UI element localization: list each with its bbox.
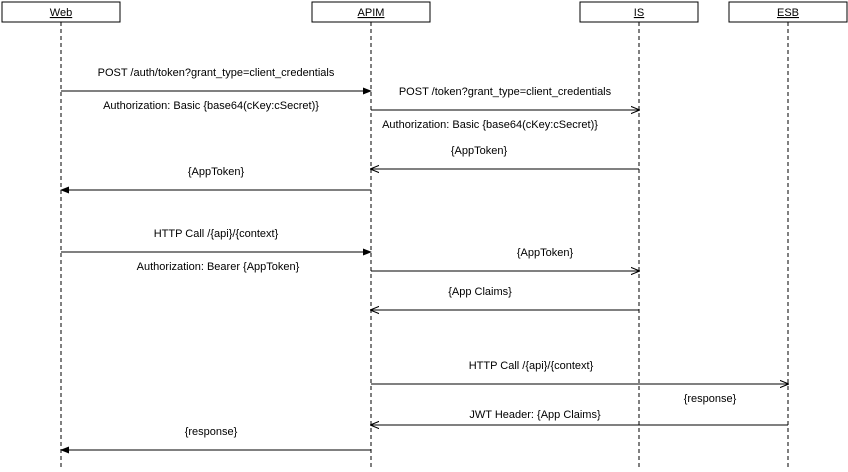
message-label-5: HTTP Call /{api}/{context} bbox=[154, 228, 279, 240]
message-4: {AppToken} bbox=[60, 166, 371, 194]
message-7: {App Claims} bbox=[371, 286, 639, 310]
message-label-3: {AppToken} bbox=[451, 145, 508, 157]
actor-label-is: IS bbox=[634, 7, 644, 19]
message-9: {response} bbox=[371, 393, 788, 425]
actor-apim: APIM bbox=[311, 1, 431, 23]
actor-box-apim bbox=[311, 1, 431, 23]
message-sublabel-5: Authorization: Bearer {AppToken} bbox=[137, 261, 300, 273]
message-label-8: HTTP Call /{api}/{context} bbox=[469, 360, 594, 372]
message-2: POST /token?grant_type=client_credential… bbox=[371, 86, 639, 131]
message-1: POST /auth/token?grant_type=client_crede… bbox=[61, 67, 372, 112]
actor-label-web: Web bbox=[50, 7, 72, 19]
message-label-10: {response} bbox=[185, 426, 238, 438]
message-sublabel-1: Authorization: Basic {base64(cKey:cSecre… bbox=[103, 100, 319, 112]
message-3: {AppToken} bbox=[371, 145, 639, 169]
actor-web: Web bbox=[1, 1, 121, 23]
actor-esb: ESB bbox=[728, 1, 848, 23]
message-10: {response} bbox=[60, 426, 371, 454]
message-5: HTTP Call /{api}/{context} Authorization:… bbox=[61, 228, 372, 273]
actor-label-apim: APIM bbox=[358, 7, 385, 19]
message-label-1: POST /auth/token?grant_type=client_crede… bbox=[98, 67, 335, 79]
message-label-7: {App Claims} bbox=[448, 286, 512, 298]
message-sublabel-2: Authorization: Basic {base64(cKey:cSecre… bbox=[382, 119, 598, 131]
message-8: HTTP Call /{api}/{context} JWT Header: {A… bbox=[371, 360, 788, 421]
actors: Web APIM IS ESB bbox=[1, 1, 848, 23]
actor-is: IS bbox=[579, 1, 699, 23]
message-label-4: {AppToken} bbox=[188, 166, 245, 178]
message-label-2: POST /token?grant_type=client_credential… bbox=[399, 86, 612, 98]
message-label-9: {response} bbox=[684, 393, 737, 405]
actor-box-esb bbox=[728, 1, 848, 23]
message-label-6: {AppToken} bbox=[517, 247, 574, 259]
messages: POST /auth/token?grant_type=client_crede… bbox=[60, 67, 788, 454]
message-6: {AppToken} bbox=[371, 247, 639, 271]
actor-label-esb: ESB bbox=[777, 7, 799, 19]
actor-box-web bbox=[1, 1, 121, 23]
message-sublabel-8: JWT Header: {App Claims} bbox=[469, 409, 601, 421]
actor-box-is bbox=[579, 1, 699, 23]
lifelines bbox=[60, 22, 789, 470]
